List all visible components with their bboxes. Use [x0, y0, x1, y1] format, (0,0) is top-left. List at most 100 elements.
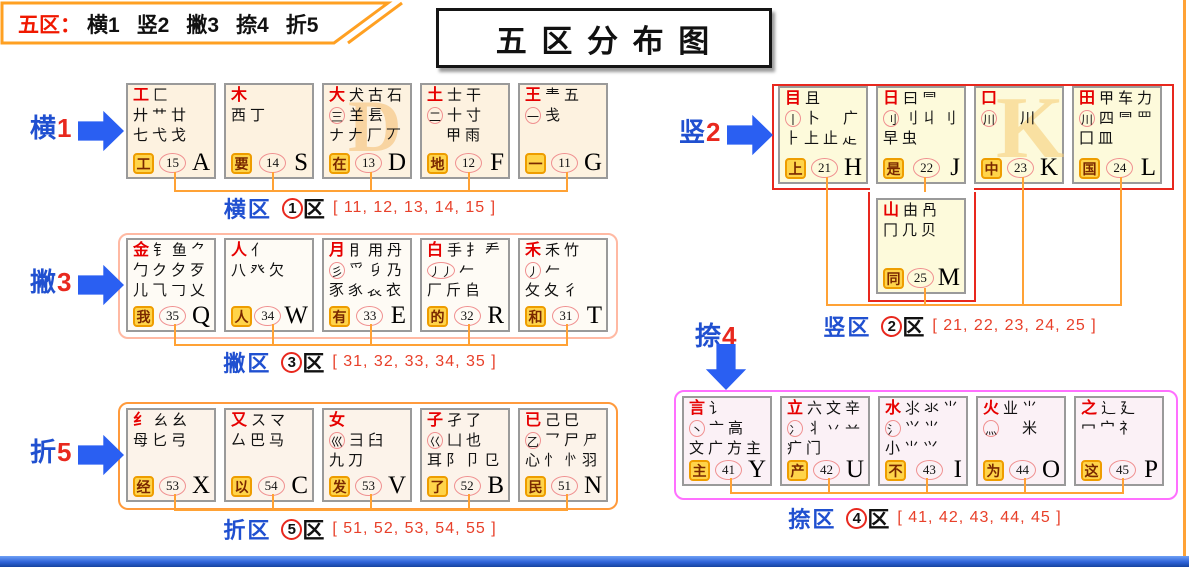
zone-codes: [ 51, 52, 53, 54, 55 ]	[332, 520, 496, 538]
stroke-count-radical: 丿	[525, 262, 541, 279]
primary-radical: 王	[525, 86, 541, 105]
zone-codes: [ 31, 32, 33, 34, 35 ]	[332, 353, 496, 371]
key-letter: X	[192, 475, 210, 497]
primary-radical: 木	[231, 86, 247, 105]
key-code-circle: 14	[259, 153, 286, 173]
key-card-F: 土士干二十寸甲雨地12F	[420, 83, 510, 179]
key-letter: I	[954, 459, 962, 481]
radical: 𠃜	[583, 431, 598, 450]
key-letter: V	[388, 475, 406, 497]
connector-line	[272, 172, 274, 190]
radical: 丆	[386, 126, 401, 145]
zone-suffix: 区	[867, 502, 889, 534]
radical: 了	[466, 411, 481, 430]
key-code-circle: 52	[454, 476, 481, 496]
card-radicals: 日曰⺜刂⺉丩刂早虫	[878, 88, 964, 148]
radical: 豕	[329, 281, 344, 300]
key-card-J: 日曰⺜刂⺉丩刂早虫是22J	[876, 86, 966, 184]
example-char-badge: 主	[689, 460, 710, 481]
card-footer: 不43I	[885, 459, 962, 481]
radical: 卩	[465, 451, 480, 470]
connector-line	[1122, 478, 1124, 492]
example-char-badge: 经	[133, 476, 154, 497]
radical-row: 子孑了	[422, 410, 508, 430]
radical: 虫	[902, 129, 917, 148]
radical: 刂	[941, 109, 956, 128]
stroke-count-radical: 一	[525, 107, 541, 124]
radical: 冖	[1081, 419, 1096, 438]
radical: 臼	[368, 431, 383, 450]
radical: 小	[885, 439, 900, 458]
radical: ⺍	[905, 419, 920, 438]
card-radicals: 口川川	[976, 88, 1062, 128]
radical: 钅	[153, 241, 168, 260]
radical-row: 巜凵也	[422, 430, 508, 450]
radical: 欠	[269, 261, 284, 280]
stroke-count-radical: 丨	[785, 110, 801, 127]
radical: 九	[329, 451, 344, 470]
radical-row: 廾艹廿	[128, 105, 214, 125]
radical: 疒	[787, 439, 802, 458]
radical-row: 三𦍌镸	[324, 105, 410, 125]
radical: 马	[269, 431, 284, 450]
radical: 𠂋	[824, 109, 839, 128]
radical: 癶	[250, 261, 265, 280]
radical: 礻	[1119, 419, 1134, 438]
radical: 尸	[564, 431, 579, 450]
radical-row: 立六文辛	[782, 398, 868, 418]
key-letter: F	[490, 152, 504, 174]
right-border-line	[1183, 0, 1186, 557]
connector-line	[730, 478, 732, 492]
blue-arrow-right-icon	[727, 111, 773, 159]
group-label-pie: 撇3	[30, 262, 71, 299]
group-label-number: 1	[57, 113, 71, 143]
connector-line	[174, 324, 176, 344]
primary-radical: 人	[231, 241, 247, 260]
connector-line	[1022, 177, 1024, 304]
example-char-badge: 一	[525, 153, 546, 174]
key-card-C: 又スマ厶巴马以54C	[224, 408, 314, 502]
primary-radical: 之	[1081, 399, 1097, 418]
stroke-count-radical: 丿丿	[427, 262, 455, 279]
radical: 囗	[1079, 129, 1094, 148]
radical: 甲	[446, 126, 461, 145]
example-char-badge: 为	[983, 460, 1004, 481]
zone-number-circled: 5	[281, 519, 302, 540]
radical: ⺌	[904, 439, 919, 458]
card-radicals: 人亻八癶欠	[226, 240, 312, 280]
card-radicals: 金钅鱼⺈勹ク夕歹儿⺄𠃌乂	[128, 240, 214, 300]
radical: 戋	[545, 106, 560, 125]
zone-name: 捺区	[788, 502, 836, 534]
radical: 乛	[545, 431, 560, 450]
example-char-badge: 在	[329, 153, 350, 174]
radical-row: 白手扌龵	[422, 240, 508, 260]
key-code-circle: 53	[159, 476, 186, 496]
radical-row: 厂斤𠂤	[422, 280, 508, 300]
radical-row: 乙乛尸𠃜	[520, 430, 606, 450]
zone-suffix: 区	[902, 310, 924, 342]
radical: 凵	[447, 431, 462, 450]
key-letter: D	[388, 152, 406, 174]
zone-label-shu: 竖区2区[ 21, 22, 23, 24, 25 ]	[760, 310, 1160, 342]
key-letter: L	[1141, 157, 1156, 179]
radical: 竹	[564, 241, 579, 260]
card-footer: 要14S	[231, 152, 308, 174]
card-footer: 这45P	[1081, 459, 1158, 481]
key-letter: W	[284, 305, 308, 327]
example-char-badge: 要	[231, 153, 252, 174]
key-letter: T	[587, 305, 602, 327]
radical: 孑	[447, 411, 462, 430]
radical: 讠	[709, 399, 724, 418]
radical: ⾐	[386, 281, 401, 300]
key-code-circle: 12	[455, 153, 482, 173]
card-radicals: 之辶廴冖宀礻	[1076, 398, 1162, 438]
radical-row: 一戋	[520, 105, 606, 125]
key-code-circle: 23	[1007, 158, 1034, 178]
card-footer: 同25M	[883, 267, 960, 289]
radical-row: 刂⺉丩刂	[878, 108, 964, 128]
card-footer: 经53 X	[133, 475, 210, 497]
key-card-N: 已己巳乙乛尸𠃜心忄㣺羽民51N	[518, 408, 608, 502]
primary-radical: 田	[1079, 89, 1095, 108]
radical: ⺈	[191, 241, 206, 260]
radical: 且	[805, 89, 820, 108]
